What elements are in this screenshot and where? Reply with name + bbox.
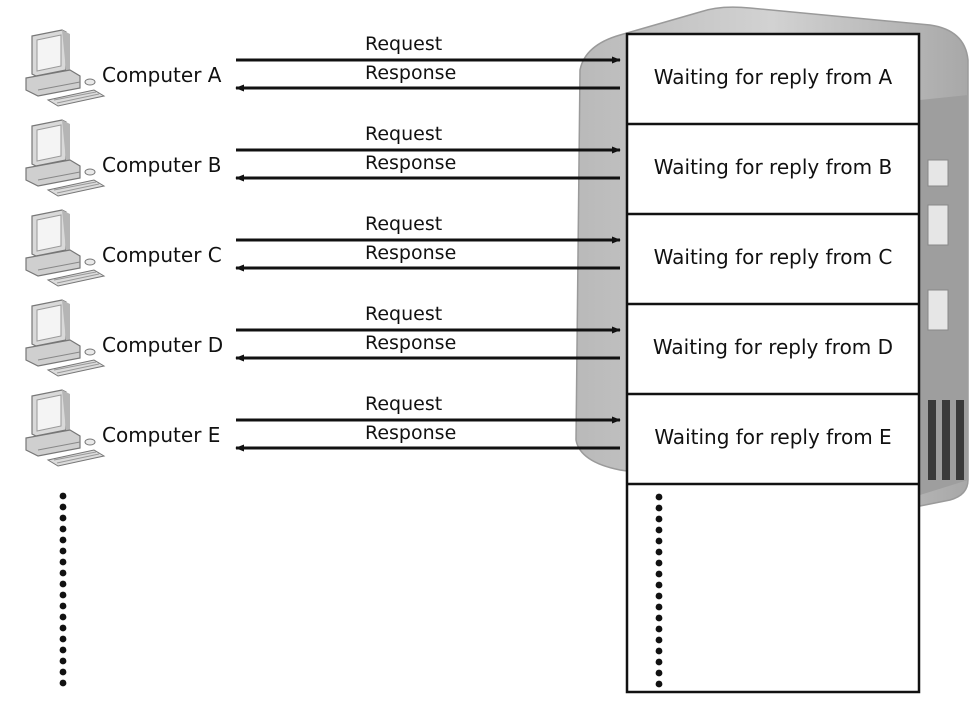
computer-icon xyxy=(25,119,106,197)
computer-label: Computer E xyxy=(102,423,221,447)
slot-waiting-text: Waiting for reply from E xyxy=(654,425,892,449)
computer-label: Computer C xyxy=(102,243,222,267)
request-label: Request xyxy=(365,213,443,235)
computer-label: Computer B xyxy=(102,153,222,177)
request-label: Request xyxy=(365,33,443,55)
computer-icon xyxy=(25,299,106,377)
slot-waiting-text: Waiting for reply from D xyxy=(652,335,894,359)
response-label: Response xyxy=(365,332,457,354)
slot-waiting-text: Waiting for reply from C xyxy=(653,245,893,269)
continuation-dots xyxy=(59,492,67,687)
response-label: Response xyxy=(365,152,457,174)
computer-icon xyxy=(25,209,106,287)
server-request-queue xyxy=(625,32,921,694)
computer-label: Computer A xyxy=(102,63,222,87)
response-label: Response xyxy=(365,242,457,264)
client-row xyxy=(25,29,621,107)
slot-waiting-text: Waiting for reply from B xyxy=(653,155,893,179)
slot-waiting-text: Waiting for reply from A xyxy=(653,65,893,89)
computer-label: Computer D xyxy=(102,333,224,357)
response-label: Response xyxy=(365,422,457,444)
client-row xyxy=(25,119,621,197)
client-row xyxy=(25,299,621,377)
computer-icon xyxy=(25,29,106,107)
client-row xyxy=(25,209,621,287)
continuation-dots xyxy=(655,493,663,688)
computer-icon xyxy=(25,389,106,467)
response-label: Response xyxy=(365,62,457,84)
request-label: Request xyxy=(365,393,443,415)
request-label: Request xyxy=(365,123,443,145)
client-row xyxy=(25,389,621,467)
request-label: Request xyxy=(365,303,443,325)
